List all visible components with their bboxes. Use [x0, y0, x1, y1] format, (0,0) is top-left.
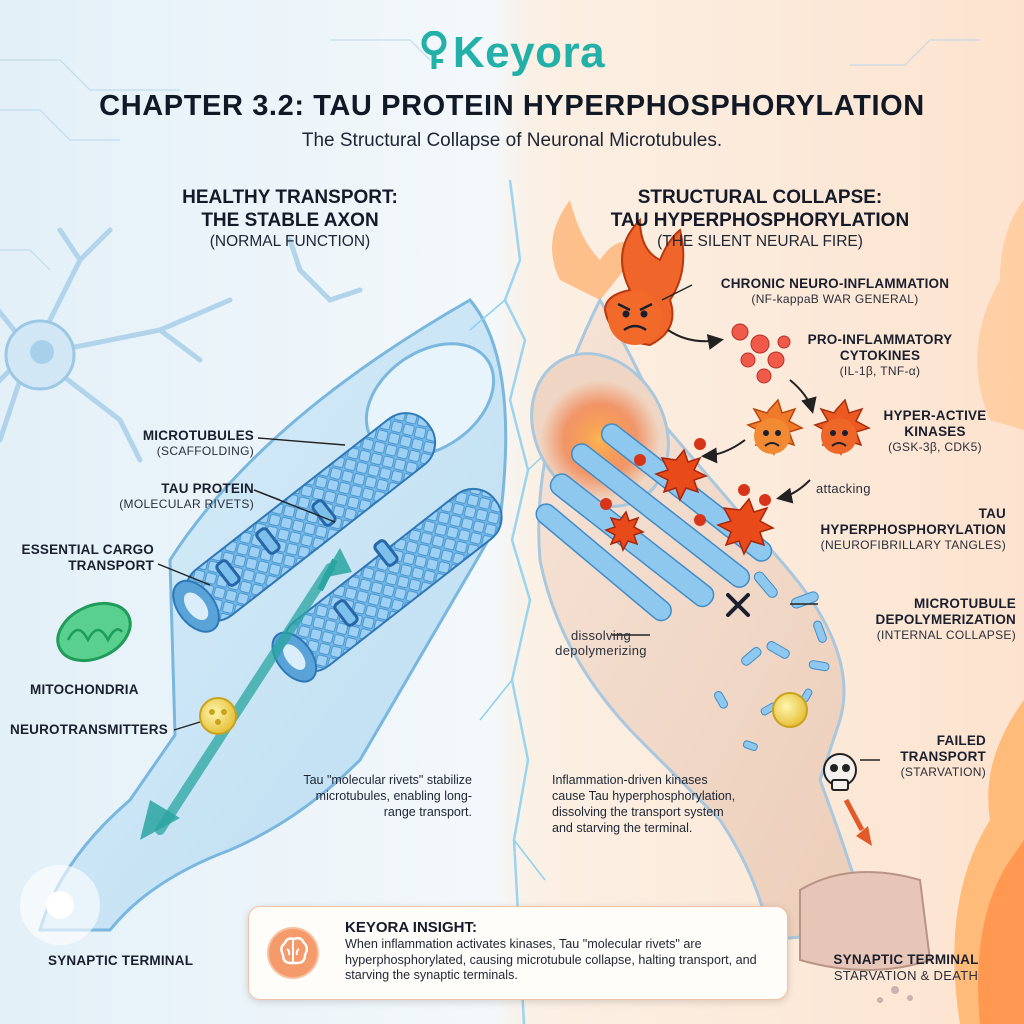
- skull-icon: [823, 753, 857, 791]
- label-failed-line2: TRANSPORT: [900, 749, 986, 764]
- label-tau-hyper-line2: HYPERPHOSPHORYLATION: [820, 522, 1006, 537]
- label-inflammation-sub: (NF-kappaB WAR GENERAL): [751, 292, 919, 306]
- healthy-subheading: (NORMAL FUNCTION): [209, 233, 371, 250]
- healthy-heading-line1: HEALTHY TRANSPORT:: [182, 187, 398, 208]
- insight-card: KEYORA INSIGHT: When inflammation activa…: [248, 906, 788, 1000]
- collapse-heading-line1: STRUCTURAL COLLAPSE:: [637, 187, 883, 208]
- fire-face-icon: [603, 217, 685, 347]
- label-tau-hyperphosphorylation: TAU HYPERPHOSPHORYLATION (NEUROFIBRILLAR…: [770, 506, 1006, 553]
- kinase-attackers: [604, 448, 775, 556]
- label-dissolving-line1: dissolving: [570, 628, 632, 643]
- insight-title: KEYORA INSIGHT:: [345, 919, 477, 936]
- label-neurotransmitters: NEUROTRANSMITTERS: [10, 722, 168, 737]
- page-title: CHAPTER 3.2: TAU PROTEIN HYPERPHOSPHORYL…: [99, 90, 925, 122]
- label-dissolving-line2: depolymerizing: [555, 643, 647, 658]
- brain-icon: [267, 927, 319, 979]
- healthy-axon: [20, 298, 508, 945]
- insight-body: When inflammation activates kinases, Tau…: [345, 937, 757, 982]
- kinase-face-icon: [746, 398, 871, 456]
- label-depol-sub: (INTERNAL COLLAPSE): [876, 628, 1016, 642]
- label-inflammation: CHRONIC NEURO-INFLAMMATION (NF-kappaB WA…: [690, 276, 980, 307]
- brand-logo-text: Keyora: [452, 28, 606, 77]
- neuron-cell: [0, 227, 363, 463]
- neurotransmitter-vesicle: [199, 697, 237, 735]
- label-synaptic-line2: STARVATION & DEATH: [833, 968, 979, 983]
- healthy-description: Tau "molecular rivets" stabilize microtu…: [303, 773, 472, 819]
- label-depolymerization: MICROTUBULE DEPOLYMERIZATION (INTERNAL C…: [820, 596, 1016, 643]
- label-inflammation-title: CHRONIC NEURO-INFLAMMATION: [720, 276, 950, 291]
- brand-logo: Keyora: [0, 28, 1024, 78]
- label-kinases-line1: HYPER-ACTIVE: [883, 408, 987, 423]
- label-failed-transport: FAILED TRANSPORT (STARVATION): [880, 733, 986, 780]
- collapse-description: Inflammation-driven kinases cause Tau hy…: [552, 773, 736, 835]
- cross-icon: [726, 593, 750, 617]
- healthy-heading: HEALTHY TRANSPORT: THE STABLE AXON (NORM…: [120, 186, 460, 251]
- label-tau-title: TAU PROTEIN: [161, 481, 254, 496]
- label-cargo-line2: TRANSPORT: [68, 558, 154, 573]
- label-cytokines-line2: CYTOKINES: [839, 348, 921, 363]
- label-failed-sub: (STARVATION): [900, 765, 986, 779]
- key-icon: [421, 31, 447, 69]
- label-depol-line1: MICROTUBULE: [914, 596, 1016, 611]
- label-attacking: attacking: [816, 481, 871, 496]
- label-synaptic-starvation: SYNAPTIC TERMINAL STARVATION & DEATH: [818, 952, 994, 983]
- collapsing-axon: [530, 296, 932, 1003]
- label-microtubules: MICROTUBULES (SCAFFOLDING): [80, 428, 254, 459]
- label-tau-sub: (MOLECULAR RIVETS): [119, 497, 254, 511]
- label-cargo: ESSENTIAL CARGO TRANSPORT: [10, 542, 154, 574]
- label-tau-hyper-sub: (NEUROFIBRILLARY TANGLES): [820, 538, 1006, 552]
- label-failed-line1: FAILED: [936, 733, 986, 748]
- collapse-subheading: (THE SILENT NEURAL FIRE): [657, 233, 863, 250]
- label-kinases-line2: KINASES: [904, 424, 966, 439]
- collapse-heading: STRUCTURAL COLLAPSE: TAU HYPERPHOSPHORYL…: [590, 186, 930, 251]
- label-synaptic-line1: SYNAPTIC TERMINAL: [833, 952, 979, 967]
- label-cytokines-sub: (IL-1β, TNF-α): [839, 364, 921, 378]
- cytokine-cluster: [731, 323, 791, 384]
- label-cargo-line1: ESSENTIAL CARGO: [21, 542, 154, 557]
- mitochondria-illustration: [56, 601, 132, 663]
- label-synaptic-terminal: SYNAPTIC TERMINAL: [48, 953, 194, 968]
- label-mitochondria: MITOCHONDRIA: [30, 682, 139, 697]
- label-microtubules-sub: (SCAFFOLDING): [156, 444, 254, 458]
- healthy-heading-line2: THE STABLE AXON: [201, 210, 379, 231]
- page-subtitle: The Structural Collapse of Neuronal Micr…: [301, 130, 723, 151]
- label-kinases-sub: (GSK-3β, CDK5): [888, 440, 982, 454]
- label-kinases: HYPER-ACTIVE KINASES (GSK-3β, CDK5): [860, 408, 1010, 455]
- label-tau-protein: TAU PROTEIN (MOLECULAR RIVETS): [60, 481, 254, 512]
- label-microtubules-title: MICROTUBULES: [142, 428, 254, 443]
- label-cytokines: PRO-INFLAMMATORY CYTOKINES (IL-1β, TNF-α…: [790, 332, 970, 379]
- label-cytokines-line1: PRO-INFLAMMATORY: [807, 332, 953, 347]
- label-tau-hyper-line1: TAU: [978, 506, 1006, 521]
- label-depol-line2: DEPOLYMERIZATION: [875, 612, 1016, 627]
- collapse-heading-line2: TAU HYPERPHOSPHORYLATION: [610, 210, 910, 231]
- label-dissolving: dissolving depolymerizing: [536, 628, 666, 658]
